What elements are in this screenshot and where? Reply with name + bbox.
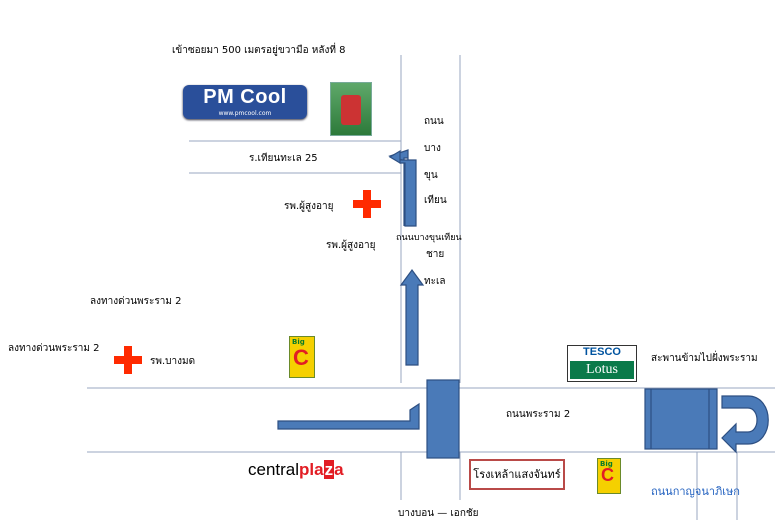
central-logo-a: a xyxy=(334,460,344,479)
u-turn-arrow-icon xyxy=(721,395,769,454)
route-arrow-icon xyxy=(388,149,417,227)
bigc-logo-c: C xyxy=(601,465,614,485)
entry-note-label: เข้าซอยมา 500 เมตรอยู่ขวามือ หลังที่ 8 xyxy=(172,45,346,56)
bigc-logo-c: C xyxy=(293,345,309,370)
hospital-elderly-label: รพ.ผู้สูงอายุ xyxy=(326,240,376,251)
hospital-elderly-label: รพ.ผู้สูงอายุ xyxy=(284,201,334,212)
soi-tian-talay-label: ร.เทียนทะเล 25 xyxy=(249,153,318,164)
hospital-bangmod-label: รพ.บางมด xyxy=(150,356,196,367)
hospital-cross-icon xyxy=(353,190,381,218)
bigc-logo-top: Big xyxy=(292,338,305,346)
kanchanaphisek-road-label: ถนนกาญจนาภิเษก xyxy=(651,485,740,498)
pmcool-logo-text: PM Cool xyxy=(203,86,287,108)
route-arrow-icon xyxy=(277,402,420,430)
overpass-label: สะพานข้ามไปฝั่งพระราม xyxy=(651,353,758,364)
central-logo-prefix: central xyxy=(248,460,300,479)
vertical-road-word: เทียน xyxy=(424,195,447,206)
tesco-logo-text: TESCO xyxy=(583,346,621,358)
factory-label-box: โรงเหล้าแสงจันทร์ xyxy=(469,459,565,490)
bangkhuntian-road-label: ถนนบางขุนเทียน xyxy=(396,233,462,243)
expressway-exit-label: ลงทางด่วนพระราม 2 xyxy=(8,343,100,354)
lotus-logo-text: Lotus xyxy=(570,361,634,379)
bigc-logo: Big C xyxy=(597,458,621,494)
central-logo-z: z xyxy=(323,460,335,479)
chai-talay-word: ชาย xyxy=(426,249,445,260)
shop-photo xyxy=(330,82,372,136)
bigc-logo: Big C xyxy=(289,336,315,378)
vertical-road-word: บาง xyxy=(424,143,441,154)
overpass-block-icon xyxy=(644,388,718,450)
central-plaza-logo: centralplaza xyxy=(248,460,344,480)
pmcool-logo: PM Cool www.pmcool.com xyxy=(183,85,307,119)
vertical-road-word: ขุน xyxy=(424,170,438,181)
bigc-logo-top: Big xyxy=(600,460,613,468)
pmcool-logo-url: www.pmcool.com xyxy=(218,110,272,117)
hospital-cross-icon xyxy=(114,346,142,374)
tesco-lotus-logo: TESCO Lotus xyxy=(567,345,637,382)
junction-block xyxy=(426,379,460,459)
chai-talay-word: ทะเล xyxy=(424,276,446,287)
route-arrow-icon xyxy=(399,268,425,366)
vertical-road-word: ถนน xyxy=(424,116,444,127)
bang-bon-ekachai-label: บางบอน — เอกชัย xyxy=(398,508,479,519)
rama2-road-label: ถนนพระราม 2 xyxy=(506,409,571,420)
central-logo-pla: pla xyxy=(299,460,324,479)
expressway-exit-label: ลงทางด่วนพระราม 2 xyxy=(90,296,182,307)
